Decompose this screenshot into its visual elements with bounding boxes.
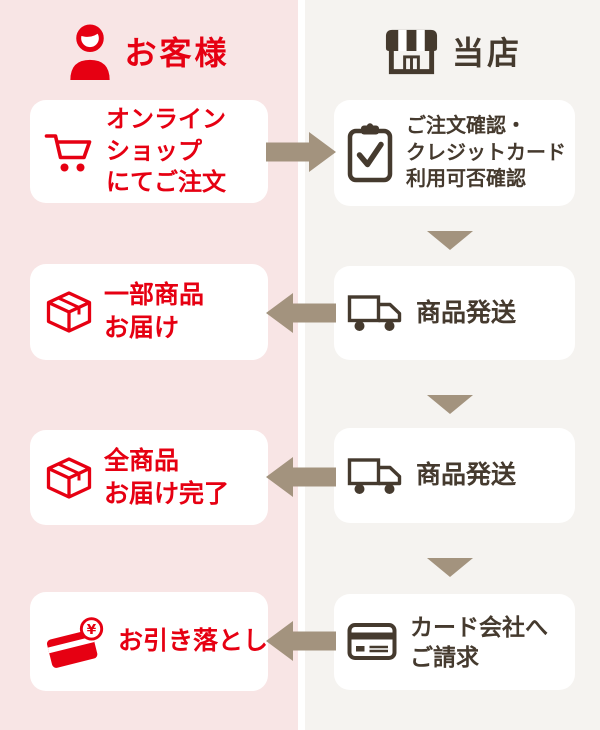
delivery-truck-icon (347, 293, 403, 333)
shop-shipping-label-1: 商品発送 (416, 298, 517, 327)
down-arrow-icon (427, 395, 473, 414)
svg-text:¥: ¥ (87, 621, 97, 637)
shop-order-confirmation-card: ご注文確認・ クレジットカード 利用可否確認 (334, 100, 575, 206)
storefront-icon (383, 26, 440, 76)
package-icon (44, 455, 94, 501)
shop-shipping-card-1: 商品発送 (334, 266, 575, 360)
customer-full-delivery-card: 全商品 お届け完了 (30, 430, 268, 525)
customer-partial-delivery-label: 一部商品 お届け (104, 281, 205, 342)
shop-header: 当店 (305, 22, 600, 80)
shop-billing-card: カード会社へ ご請求 (334, 594, 575, 690)
right-arrow-icon (266, 130, 336, 174)
shop-shipping-card-2: 商品発送 (334, 428, 575, 523)
shop-order-confirmation-label: ご注文確認・ クレジットカード 利用可否確認 (406, 115, 566, 191)
down-arrow-icon (427, 558, 473, 577)
shop-header-label: 当店 (451, 35, 522, 71)
customer-debit-label: お引き落とし (118, 627, 269, 655)
credit-card-icon (347, 622, 397, 662)
customer-full-delivery-label: 全商品 お届け完了 (104, 446, 230, 508)
delivery-truck-icon (347, 456, 403, 496)
clipboard-check-icon (347, 123, 393, 183)
person-icon (68, 23, 112, 80)
customer-order-label: オンライン ショップ にてご注文 (106, 105, 226, 197)
shopping-cart-icon (44, 129, 96, 175)
customer-header-label: お客様 (124, 35, 230, 71)
customer-order-card: オンライン ショップ にてご注文 (30, 100, 268, 203)
down-arrow-icon (427, 231, 473, 250)
customer-debit-card: ¥ お引き落とし (30, 592, 268, 691)
shop-shipping-label-2: 商品発送 (416, 461, 517, 489)
credit-card-yen-icon: ¥ (44, 615, 108, 669)
left-arrow-icon (266, 619, 336, 663)
left-arrow-icon (266, 455, 336, 499)
package-icon (44, 289, 94, 335)
left-arrow-icon (266, 291, 336, 335)
customer-header: お客様 (0, 22, 298, 80)
shop-billing-label: カード会社へ ご請求 (410, 613, 548, 670)
customer-partial-delivery-card: 一部商品 お届け (30, 264, 268, 360)
